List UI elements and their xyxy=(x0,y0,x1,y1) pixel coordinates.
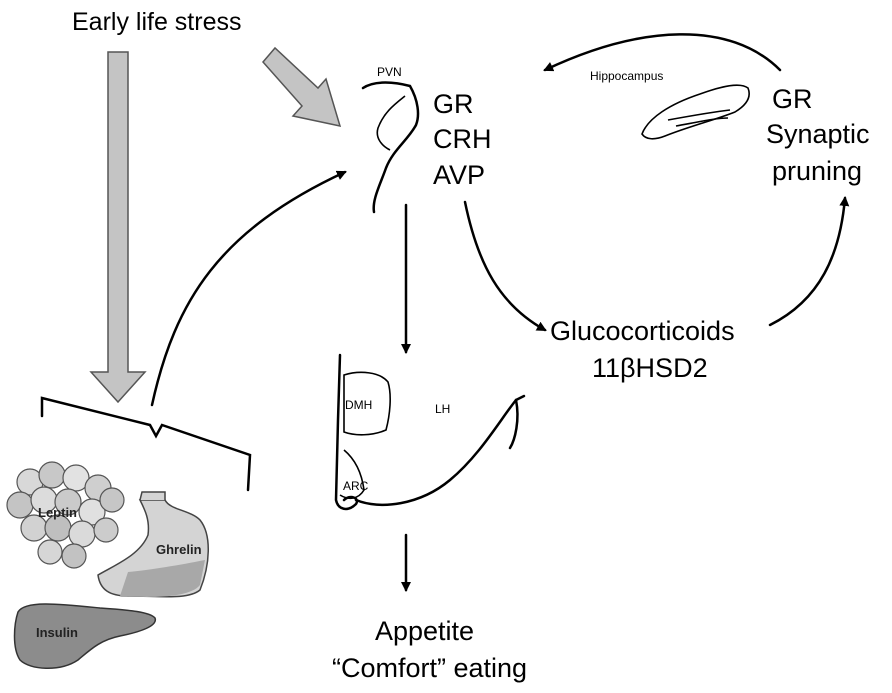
pvn-region: PVN xyxy=(361,65,420,214)
hippocampus-marker-pruning: pruning xyxy=(772,156,862,186)
pvn-marker-avp: AVP xyxy=(433,160,485,190)
ghrelin-label: Ghrelin xyxy=(156,542,202,557)
insulin-label: Insulin xyxy=(36,625,78,640)
pvn-marker-crh: CRH xyxy=(433,124,492,154)
hippocampus-to-pvn-arrow xyxy=(543,33,782,72)
lh-label: LH xyxy=(435,402,450,416)
appetite-label: Appetite xyxy=(375,616,474,646)
stress-to-pvn-arrow xyxy=(262,46,342,127)
hippocampus-region: Hippocampus xyxy=(590,69,750,140)
hypothalamus-region: DMH LH ARC xyxy=(334,353,526,511)
hippocampus-marker-gr: GR xyxy=(772,84,813,114)
pvn-label: PVN xyxy=(377,65,402,79)
pvn-to-glucocorticoids-arrow xyxy=(463,200,547,332)
dmh-label: DMH xyxy=(345,398,372,412)
glucocorticoids-to-hippocampus-arrow xyxy=(768,196,850,327)
glucocorticoids-label: Glucocorticoids xyxy=(550,316,735,346)
hippocampus-markers: GR Synaptic pruning xyxy=(766,84,870,186)
pvn-marker-gr: GR xyxy=(433,89,474,119)
hippocampus-label: Hippocampus xyxy=(590,69,663,83)
glucocorticoids-block: Glucocorticoids 11βHSD2 xyxy=(550,316,735,383)
11b-hsd2-label: 11βHSD2 xyxy=(592,353,708,383)
stomach-ghrelin: Ghrelin xyxy=(97,491,209,598)
arc-label: ARC xyxy=(343,479,369,493)
stress-down-arrow xyxy=(89,51,147,404)
hippocampus-marker-synaptic: Synaptic xyxy=(766,119,870,149)
leptin-fat-cells: Leptin xyxy=(6,461,125,569)
leptin-label: Leptin xyxy=(38,505,77,520)
early-life-stress-label: Early life stress xyxy=(72,8,241,36)
pancreas-insulin: Insulin xyxy=(13,603,156,669)
comfort-eating-label: “Comfort” eating xyxy=(332,653,527,683)
hormones-to-pvn-arrow xyxy=(150,170,347,407)
hormone-bracket xyxy=(40,396,252,492)
outcome-block: Appetite “Comfort” eating xyxy=(332,616,527,683)
pvn-markers: GR CRH AVP xyxy=(433,89,492,190)
